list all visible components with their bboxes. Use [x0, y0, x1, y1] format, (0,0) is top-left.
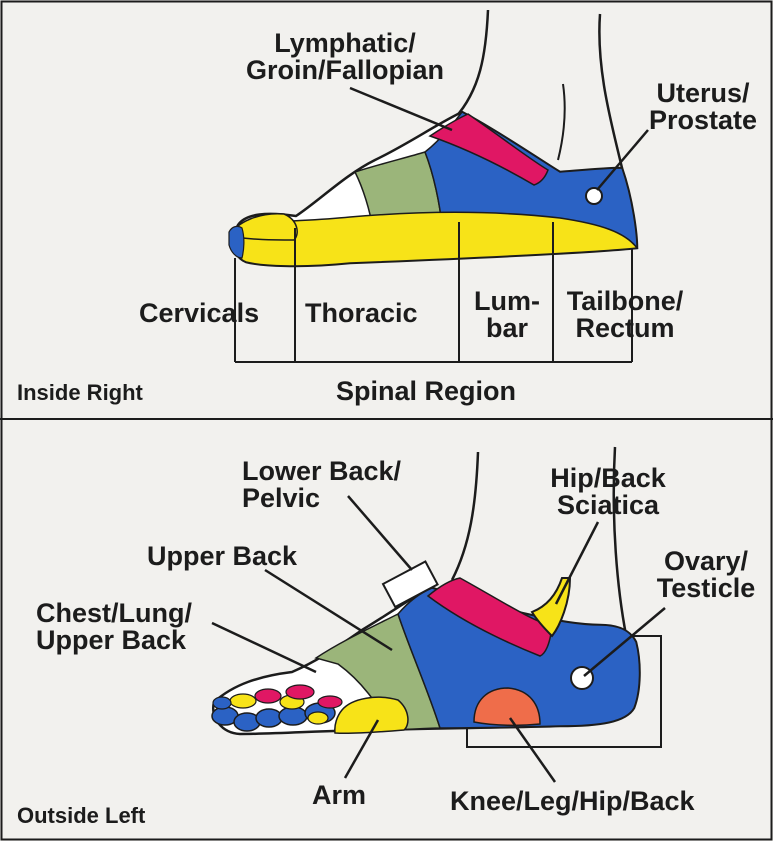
hip-back-label-line2: Sciatica	[556, 490, 660, 520]
uterus-label-line2: Prostate	[648, 105, 758, 135]
knee-leg-label: Knee/Leg/Hip/Back	[450, 786, 695, 816]
inside-right-label: Inside Right	[17, 380, 143, 405]
lower-back-label: Lower Back/ Pelvic	[242, 458, 401, 512]
upper-back-leader	[264, 568, 393, 652]
knee-leader	[508, 717, 557, 783]
hip-back-leader	[554, 521, 600, 605]
lumbar-label: Lum- bar	[462, 288, 552, 342]
uterus-point	[585, 187, 603, 205]
lumbar-label-line2: bar	[485, 313, 529, 343]
uterus-label-line1: Uterus/	[656, 78, 750, 108]
ovary-label-line1: Ovary/	[663, 546, 749, 576]
toe-band-blue-1	[212, 696, 232, 710]
toe-band-magenta-3	[317, 695, 343, 709]
tailbone-label-line2: Rectum	[575, 313, 675, 343]
ovary-leader	[583, 607, 666, 677]
lower-back-label-line2: Pelvic	[242, 483, 321, 513]
knee-zone	[473, 687, 541, 727]
outside-left-label: Outside Left	[17, 803, 146, 828]
thoracic-label: Thoracic	[305, 298, 418, 328]
spinal-region-bracket	[234, 222, 633, 363]
spinal-strip	[232, 211, 639, 267]
ovary-testicle-label: Ovary/ Testicle	[646, 548, 766, 602]
upper-back-label: Upper Back	[147, 541, 298, 571]
toe-3	[255, 708, 283, 728]
chest-leader	[211, 621, 317, 674]
big-toe	[228, 213, 298, 241]
tailbone-label: Tailbone/ Rectum	[560, 288, 690, 342]
toe-tip	[228, 225, 245, 259]
toe-2	[278, 706, 308, 726]
toe-band-magenta-2	[285, 684, 315, 700]
arm-label: Arm	[312, 780, 367, 810]
lumbar-label-line1: Lum-	[474, 286, 540, 316]
lymphatic-zone	[428, 113, 549, 186]
toe-band-magenta-1	[254, 688, 282, 704]
arm-leader	[343, 719, 380, 779]
cervicals-label: Cervicals	[139, 298, 260, 328]
lower-back-label-line1: Lower Back/	[242, 456, 402, 486]
toe-band-yellow-1	[229, 693, 257, 709]
lymphatic-label-line1: Lymphatic/	[274, 28, 416, 58]
outside-left-foot	[211, 446, 666, 783]
ovary-label-line2: Testicle	[656, 573, 756, 603]
arm-zone	[334, 696, 409, 735]
lymphatic-label-line2: Groin/Fallopian	[245, 55, 444, 85]
tailbone-label-line1: Tailbone/	[566, 286, 684, 316]
hip-back-label: Hip/Back Sciatica	[538, 465, 678, 519]
chest-label-line2: Upper Back	[36, 625, 187, 655]
lymphatic-leader	[349, 86, 453, 132]
leg-outline-back	[612, 446, 629, 641]
chest-label-line1: Chest/Lung/	[36, 598, 192, 628]
uterus-leader	[596, 129, 649, 191]
toe-band-yellow-3	[307, 711, 329, 725]
hip-back-label-line1: Hip/Back	[550, 463, 666, 493]
leg-outline-back	[598, 13, 624, 169]
lower-back-leader	[347, 495, 413, 571]
pelvic-box	[381, 560, 439, 609]
chest-lung-label: Chest/Lung/ Upper Back	[36, 600, 192, 654]
leg-outline-front	[450, 451, 480, 581]
inside-right-foot	[228, 9, 649, 363]
lymphatic-label: Lymphatic/ Groin/Fallopian	[220, 30, 470, 84]
leg-outline-front	[454, 9, 490, 119]
spinal-region-label: Spinal Region	[336, 376, 517, 406]
uterus-prostate-label: Uterus/ Prostate	[638, 80, 768, 134]
achilles-line	[557, 83, 566, 161]
